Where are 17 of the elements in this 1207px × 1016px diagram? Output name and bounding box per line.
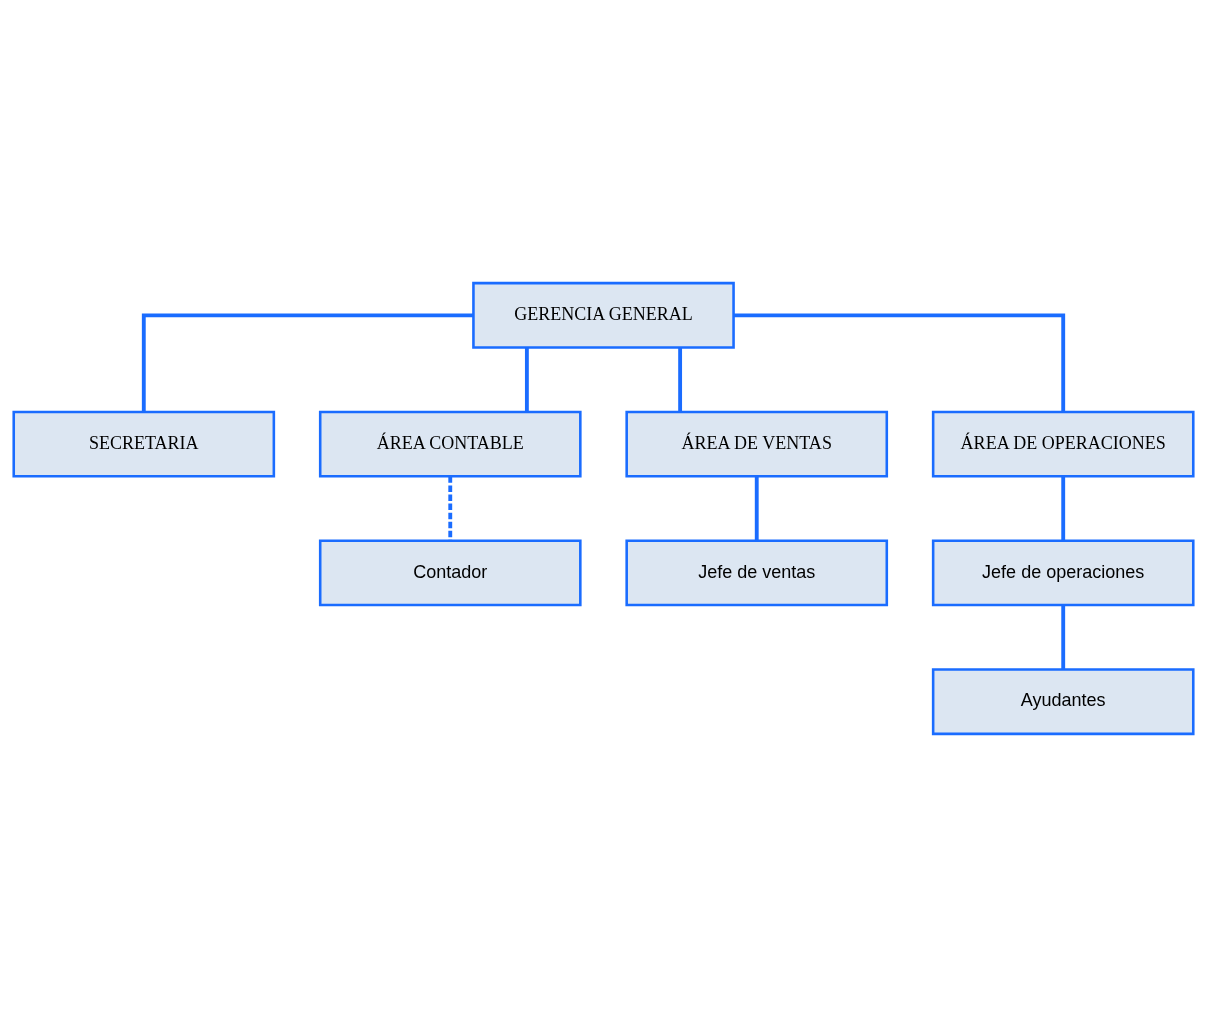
node-box: SECRETARIA <box>12 410 276 478</box>
node-box: Jefe de ventas <box>625 538 889 606</box>
connector <box>1061 476 1066 540</box>
node-box: ÁREA DE VENTAS <box>625 410 889 478</box>
connector <box>734 312 1066 412</box>
connector <box>141 312 473 412</box>
connector <box>1061 604 1066 669</box>
connector <box>524 347 529 412</box>
node-box: ÁREA DE OPERACIONES <box>931 410 1195 478</box>
node-box: Jefe de operaciones <box>931 538 1195 606</box>
node-box: GERENCIA GENERAL <box>472 281 735 349</box>
node-box: Ayudantes <box>931 667 1195 735</box>
node-box: Contador <box>318 538 582 606</box>
node-box: ÁREA CONTABLE <box>318 410 582 478</box>
connector <box>678 347 683 412</box>
connector <box>448 476 453 540</box>
connector <box>754 476 759 540</box>
